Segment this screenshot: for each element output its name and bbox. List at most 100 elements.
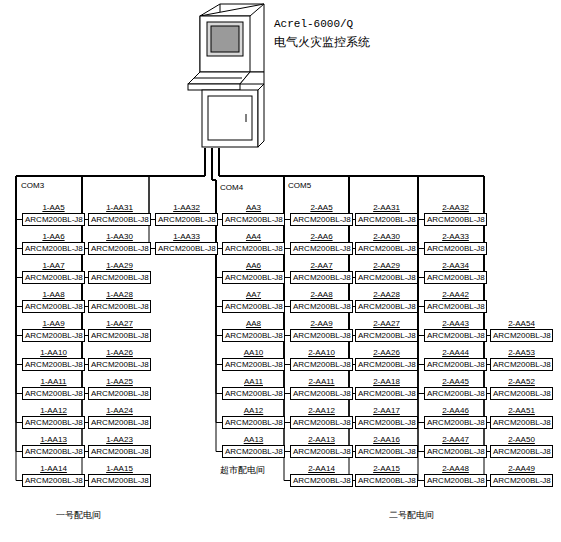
monitor-device-box: 2-AA10ARCM200BL-J8 (290, 358, 353, 371)
device-model: ARCM200BL-J8 (356, 359, 417, 370)
device-model: ARCM200BL-J8 (356, 388, 417, 399)
device-tag: 2-AA15 (356, 464, 417, 473)
device-tag: 1-AA10 (23, 348, 84, 357)
device-model: ARCM200BL-J8 (223, 388, 284, 399)
device-model: ARCM200BL-J8 (291, 214, 352, 225)
bus-connector (16, 148, 205, 394)
monitor-device-box: 2-AA33ARCM200BL-J8 (424, 242, 487, 255)
bus-connector (219, 148, 355, 452)
monitor-device-box: 1-AA8ARCM200BL-J8 (22, 300, 85, 313)
monitor-device-box: 2-AA45ARCM200BL-J8 (424, 387, 487, 400)
monitor-device-box: 2-AA11ARCM200BL-J8 (290, 387, 353, 400)
monitor-device-box: AA3ARCM200BL-J8 (222, 213, 285, 226)
room-label: 二号配电间 (388, 510, 435, 520)
room-label: 超市配电间 (219, 465, 266, 475)
monitor-device-box: 1-AA23ARCM200BL-J8 (88, 445, 151, 458)
device-tag: 1-AA26 (89, 348, 150, 357)
device-tag: 2-AA9 (291, 319, 352, 328)
monitor-device-box: 2-AA30ARCM200BL-J8 (355, 242, 418, 255)
monitor-device-box: 2-AA15ARCM200BL-J8 (355, 474, 418, 487)
device-model: ARCM200BL-J8 (425, 301, 486, 312)
device-model: ARCM200BL-J8 (491, 475, 552, 486)
monitor-device-box: 2-AA13ARCM200BL-J8 (290, 445, 353, 458)
device-tag: 1-AA8 (23, 290, 84, 299)
device-model: ARCM200BL-J8 (156, 243, 217, 254)
device-tag: 2-AA29 (356, 261, 417, 270)
device-model: ARCM200BL-J8 (23, 272, 84, 283)
monitor-device-box: 1-AA24ARCM200BL-J8 (88, 416, 151, 429)
monitor-device-box: 2-AA49ARCM200BL-J8 (490, 474, 553, 487)
monitor-device-box: 1-AA6ARCM200BL-J8 (22, 242, 85, 255)
bus-connector (16, 148, 205, 452)
monitor-device-box: 2-AA43ARCM200BL-J8 (424, 329, 487, 342)
bus-connector (219, 148, 355, 365)
system-title: 电气火灾监控系统 (274, 34, 370, 51)
bus-connector (219, 148, 424, 452)
port-label: COM5 (287, 181, 312, 191)
device-model: ARCM200BL-J8 (89, 475, 150, 486)
device-tag: AA6 (223, 261, 284, 270)
device-model: ARCM200BL-J8 (89, 359, 150, 370)
monitor-device-box: AA11ARCM200BL-J8 (222, 387, 285, 400)
device-tag: 1-AA33 (156, 232, 217, 241)
monitor-device-box: 1-AA7ARCM200BL-J8 (22, 271, 85, 284)
device-tag: 2-AA5 (291, 203, 352, 212)
bus-connector (219, 148, 424, 394)
device-tag: 1-AA5 (23, 203, 84, 212)
device-tag: 2-AA42 (425, 290, 486, 299)
bus-connector (219, 148, 290, 394)
device-model: ARCM200BL-J8 (223, 330, 284, 341)
device-model: ARCM200BL-J8 (291, 388, 352, 399)
device-tag: 1-AA25 (89, 377, 150, 386)
device-model: ARCM200BL-J8 (425, 475, 486, 486)
monitor-device-box: 2-AA8ARCM200BL-J8 (290, 300, 353, 313)
monitor-device-box: 2-AA31ARCM200BL-J8 (355, 213, 418, 226)
room-label: 一号配电间 (55, 510, 102, 520)
device-model: ARCM200BL-J8 (223, 446, 284, 457)
device-tag: 2-AA50 (491, 435, 552, 444)
monitor-device-box: 2-AA5ARCM200BL-J8 (290, 213, 353, 226)
device-tag: AA13 (223, 435, 284, 444)
device-tag: 2-AA11 (291, 377, 352, 386)
monitor-device-box: 2-AA46ARCM200BL-J8 (424, 416, 487, 429)
device-model: ARCM200BL-J8 (223, 243, 284, 254)
device-tag: 2-AA47 (425, 435, 486, 444)
device-tag: 1-AA31 (89, 203, 150, 212)
bus-connector (219, 148, 424, 307)
port-label: COM3 (20, 181, 45, 191)
bus-connector (16, 148, 205, 365)
device-tag: 2-AA48 (425, 464, 486, 473)
bus-connector (219, 148, 355, 394)
device-tag: AA7 (223, 290, 284, 299)
monitor-device-box: 2-AA6ARCM200BL-J8 (290, 242, 353, 255)
device-model: ARCM200BL-J8 (291, 446, 352, 457)
bus-connector (219, 148, 490, 423)
device-tag: 2-AA13 (291, 435, 352, 444)
monitor-device-box: 1-AA5ARCM200BL-J8 (22, 213, 85, 226)
device-tag: 1-AA15 (89, 464, 150, 473)
device-model: ARCM200BL-J8 (223, 417, 284, 428)
monitor-device-box: 1-AA29ARCM200BL-J8 (88, 271, 151, 284)
device-model: ARCM200BL-J8 (356, 446, 417, 457)
device-model: ARCM200BL-J8 (356, 214, 417, 225)
device-model: ARCM200BL-J8 (356, 417, 417, 428)
device-tag: AA4 (223, 232, 284, 241)
device-tag: 1-AA7 (23, 261, 84, 270)
device-tag: 2-AA18 (356, 377, 417, 386)
monitor-device-box: AA7ARCM200BL-J8 (222, 300, 285, 313)
device-tag: 2-AA17 (356, 406, 417, 415)
monitor-device-box: 2-AA44ARCM200BL-J8 (424, 358, 487, 371)
device-model: ARCM200BL-J8 (223, 214, 284, 225)
device-tag: 2-AA43 (425, 319, 486, 328)
monitor-device-box: 2-AA51ARCM200BL-J8 (490, 416, 553, 429)
monitor-device-box: 1-AA13ARCM200BL-J8 (22, 445, 85, 458)
device-model: ARCM200BL-J8 (291, 243, 352, 254)
bus-connector (219, 148, 355, 481)
bus-connector (219, 148, 290, 481)
device-tag: 2-AA27 (356, 319, 417, 328)
monitor-device-box: AA13ARCM200BL-J8 (222, 445, 285, 458)
device-tag: 2-AA31 (356, 203, 417, 212)
bus-connector (82, 148, 205, 365)
monitor-device-box: 1-AA11ARCM200BL-J8 (22, 387, 85, 400)
device-model: ARCM200BL-J8 (425, 214, 486, 225)
